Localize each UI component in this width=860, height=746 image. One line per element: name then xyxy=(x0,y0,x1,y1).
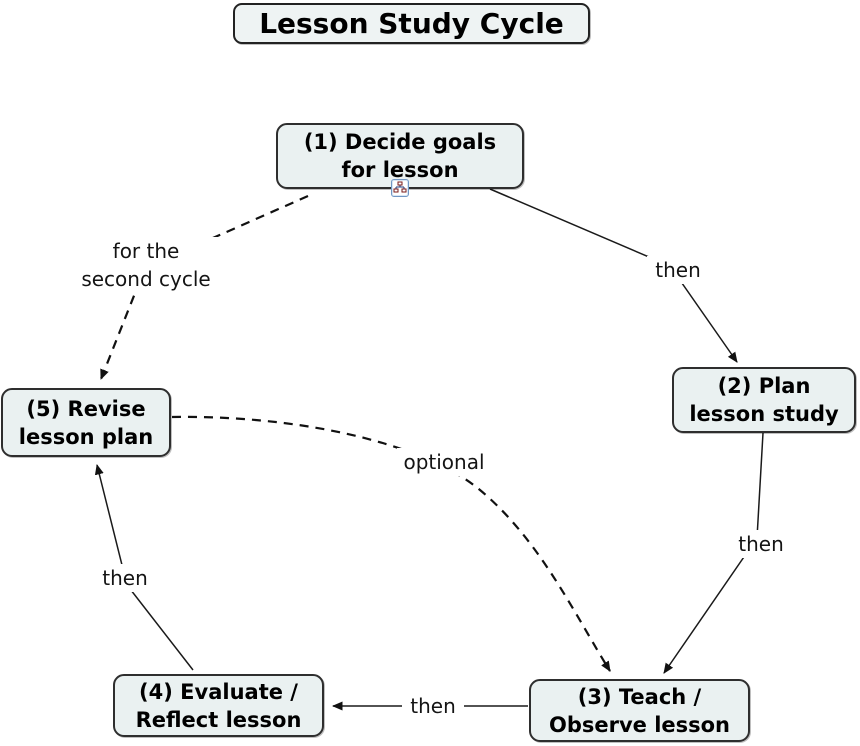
org-chart-resource-icon[interactable] xyxy=(391,179,409,197)
node-line: (3) Teach / xyxy=(577,684,702,709)
org-chart-glyph xyxy=(393,181,407,193)
node-line: for lesson xyxy=(341,158,459,182)
link-label-line: second cycle xyxy=(81,267,211,291)
link-label-then-4-5[interactable]: then xyxy=(94,564,156,592)
node-line: Reflect lesson xyxy=(135,707,302,732)
diagram-title: Lesson Study Cycle xyxy=(233,3,590,44)
link-label-then-2-3[interactable]: then xyxy=(730,530,792,558)
node-line: (5) Revise xyxy=(26,396,146,421)
link-label-for-the-second-cycle[interactable]: for the second cycle xyxy=(58,237,234,293)
node-teach-observe[interactable]: (3) Teach / Observe lesson xyxy=(529,679,750,742)
link-label-then-1-2[interactable]: then xyxy=(647,256,709,284)
node-line: (4) Evaluate / xyxy=(139,679,298,704)
node-line: (1) Decide goals xyxy=(303,130,497,154)
link-line-5-3-dashed xyxy=(171,415,611,672)
link-label-optional[interactable]: optional xyxy=(397,448,491,476)
link-label-line: for the xyxy=(112,239,180,263)
node-revise-lesson-plan[interactable]: (5) Revise lesson plan xyxy=(1,388,171,457)
node-line: lesson study xyxy=(689,402,839,426)
link-label-then-3-4[interactable]: then xyxy=(402,692,464,720)
diagram-title-text: Lesson Study Cycle xyxy=(259,7,564,40)
node-line: (2) Plan xyxy=(717,374,811,398)
node-evaluate-reflect[interactable]: (4) Evaluate / Reflect lesson xyxy=(113,674,324,737)
node-plan-lesson-study[interactable]: (2) Plan lesson study xyxy=(672,367,856,433)
node-line: Observe lesson xyxy=(548,712,731,737)
node-line: lesson plan xyxy=(18,424,154,449)
node-decide-goals[interactable]: (1) Decide goals for lesson xyxy=(276,123,524,189)
